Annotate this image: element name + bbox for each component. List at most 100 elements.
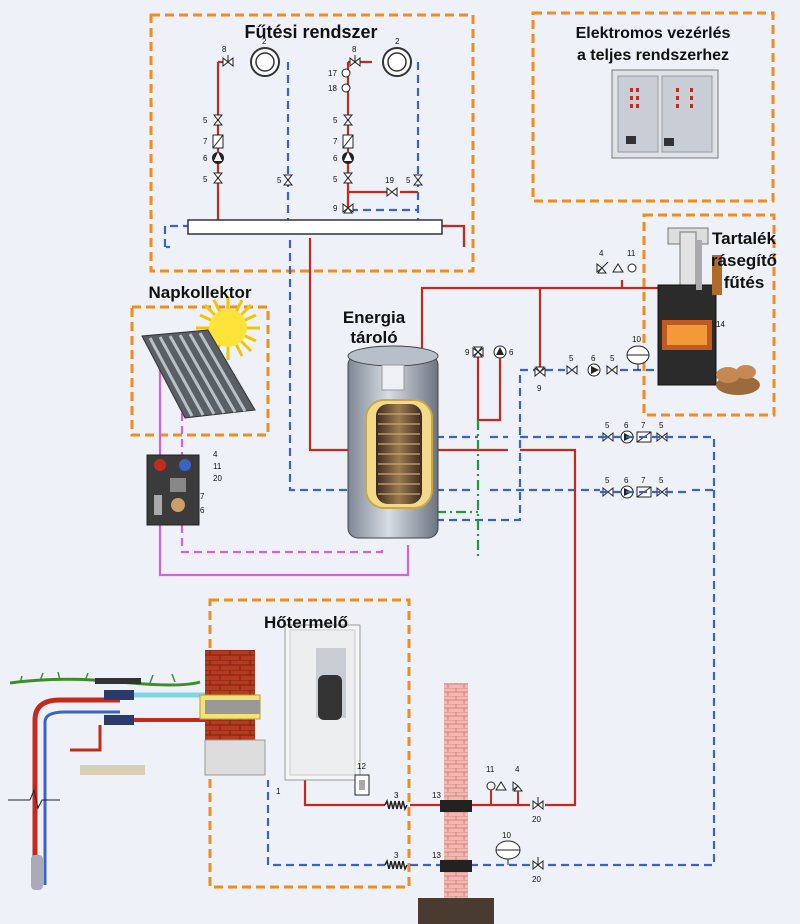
label-5-ret-right: 5 xyxy=(406,176,411,185)
solar-pipes-dashed xyxy=(180,400,384,554)
label-20-lower: 20 xyxy=(532,875,541,884)
collector-panel-icon xyxy=(141,329,256,419)
gauge-17-icon xyxy=(341,68,351,78)
label-6-upper: 6 xyxy=(624,421,629,430)
backup-title-line3: fűtés xyxy=(724,273,765,292)
expansion-tank-10-icon xyxy=(626,345,650,370)
valve-19-icon xyxy=(386,186,398,198)
flexible-hose-3-icon xyxy=(384,798,408,872)
control-frame xyxy=(531,11,775,203)
label-14: 14 xyxy=(716,320,725,329)
label-19: 19 xyxy=(385,176,394,185)
pump-6-tank-icon xyxy=(493,345,507,359)
label-18: 18 xyxy=(328,84,337,93)
solar-station xyxy=(146,454,200,526)
gauge-11-backup-icon xyxy=(627,263,637,273)
label-7-solar: 7 xyxy=(200,492,205,501)
label-5-lower-a: 5 xyxy=(605,476,610,485)
label-5-ret-left: 5 xyxy=(277,176,282,185)
label-5-upper-b: 5 xyxy=(659,421,664,430)
label-3-upper: 3 xyxy=(394,791,399,800)
label-13-upper: 13 xyxy=(432,791,441,800)
heating-frame xyxy=(149,13,475,273)
label-17: 17 xyxy=(328,69,337,78)
label-11-solar: 11 xyxy=(213,462,222,471)
storage-title-line1: Energia xyxy=(343,308,406,327)
label-9-tank: 9 xyxy=(465,348,470,357)
mixing-valve-9-icon xyxy=(472,346,484,358)
radiator-right-icon xyxy=(382,47,412,77)
label-10-backup: 10 xyxy=(632,335,641,344)
heatpump-title: Hőtermelő xyxy=(264,613,348,632)
pump-group-upper xyxy=(600,430,690,444)
backup-frame xyxy=(642,213,776,417)
label-6-a: 6 xyxy=(203,154,208,163)
ground-loop xyxy=(8,671,205,890)
component-labels: 8 2 8 2 17 18 5 7 6 5 5 7 6 5 9 19 5 5 4… xyxy=(200,37,725,884)
heating-title: Fűtési rendszer xyxy=(244,22,377,42)
chimney-wall xyxy=(418,683,494,924)
label-1: 1 xyxy=(276,787,281,796)
label-11-backup: 11 xyxy=(627,249,636,258)
expansion-tank-10-lower-icon xyxy=(495,840,521,865)
brick-wall xyxy=(199,650,266,776)
control-cabinet xyxy=(611,69,719,159)
control-title-line2: a teljes rendszerhez xyxy=(577,47,729,64)
solar-collector xyxy=(141,296,260,419)
label-6-solar: 6 xyxy=(200,506,205,515)
filter-12-icon xyxy=(354,774,370,796)
backup-safety-group xyxy=(596,261,637,274)
label-5-a: 5 xyxy=(203,116,208,125)
backup-boiler xyxy=(657,227,760,395)
safety-valve-4-icon xyxy=(596,261,609,274)
label-6-c: 6 xyxy=(333,154,338,163)
label-2-right: 2 xyxy=(395,37,400,46)
label-11-hp: 11 xyxy=(486,765,495,774)
backup-title-line1: Tartalék xyxy=(712,229,776,248)
aux-pipes xyxy=(436,420,480,560)
storage-title-line2: tároló xyxy=(350,328,397,347)
label-20-upper: 20 xyxy=(532,815,541,824)
backup-return-components xyxy=(534,345,650,378)
label-8-left: 8 xyxy=(222,45,227,54)
label-7-c: 7 xyxy=(333,137,338,146)
valve-8-right-icon xyxy=(349,55,361,68)
solar-frame xyxy=(130,305,270,437)
control-title-line1: Elektromos vezérlés xyxy=(576,25,731,42)
label-8-right: 8 xyxy=(352,45,357,54)
label-5-lower-b: 5 xyxy=(659,476,664,485)
label-5-d: 5 xyxy=(333,175,338,184)
label-6-backup: 6 xyxy=(591,354,596,363)
label-4-hp: 4 xyxy=(515,765,520,774)
label-5-b: 5 xyxy=(203,175,208,184)
label-5-upper-a: 5 xyxy=(605,421,610,430)
firewood-icon xyxy=(716,365,760,395)
label-7-lower: 7 xyxy=(641,476,646,485)
label-13-lower: 13 xyxy=(432,851,441,860)
label-4-backup: 4 xyxy=(599,249,604,258)
label-9-backup: 9 xyxy=(537,384,542,393)
heat-pump-safety-group xyxy=(486,780,544,871)
valve-5-return-right-icon xyxy=(412,174,424,186)
label-10-hp: 10 xyxy=(502,831,511,840)
energy-storage-tank xyxy=(347,345,439,539)
heating-circuit xyxy=(187,47,443,235)
manifold-bar xyxy=(187,219,443,235)
label-6-tank: 6 xyxy=(509,348,514,357)
label-20-solar: 20 xyxy=(213,474,222,483)
pump-group-lower xyxy=(600,485,690,499)
label-5-backup-b: 5 xyxy=(610,354,615,363)
label-5-backup-a: 5 xyxy=(569,354,574,363)
valve-5-return-left-icon xyxy=(282,174,294,186)
label-5-c: 5 xyxy=(333,116,338,125)
radiator-left-icon xyxy=(250,47,280,77)
label-7-upper: 7 xyxy=(641,421,646,430)
vent-icon xyxy=(612,263,624,273)
valve-8-left-icon xyxy=(222,55,234,68)
label-6-lower: 6 xyxy=(624,476,629,485)
label-2-left: 2 xyxy=(262,37,267,46)
right-valve-stack xyxy=(342,114,354,214)
hot-pipes xyxy=(216,60,660,807)
left-valve-stack xyxy=(212,114,224,184)
